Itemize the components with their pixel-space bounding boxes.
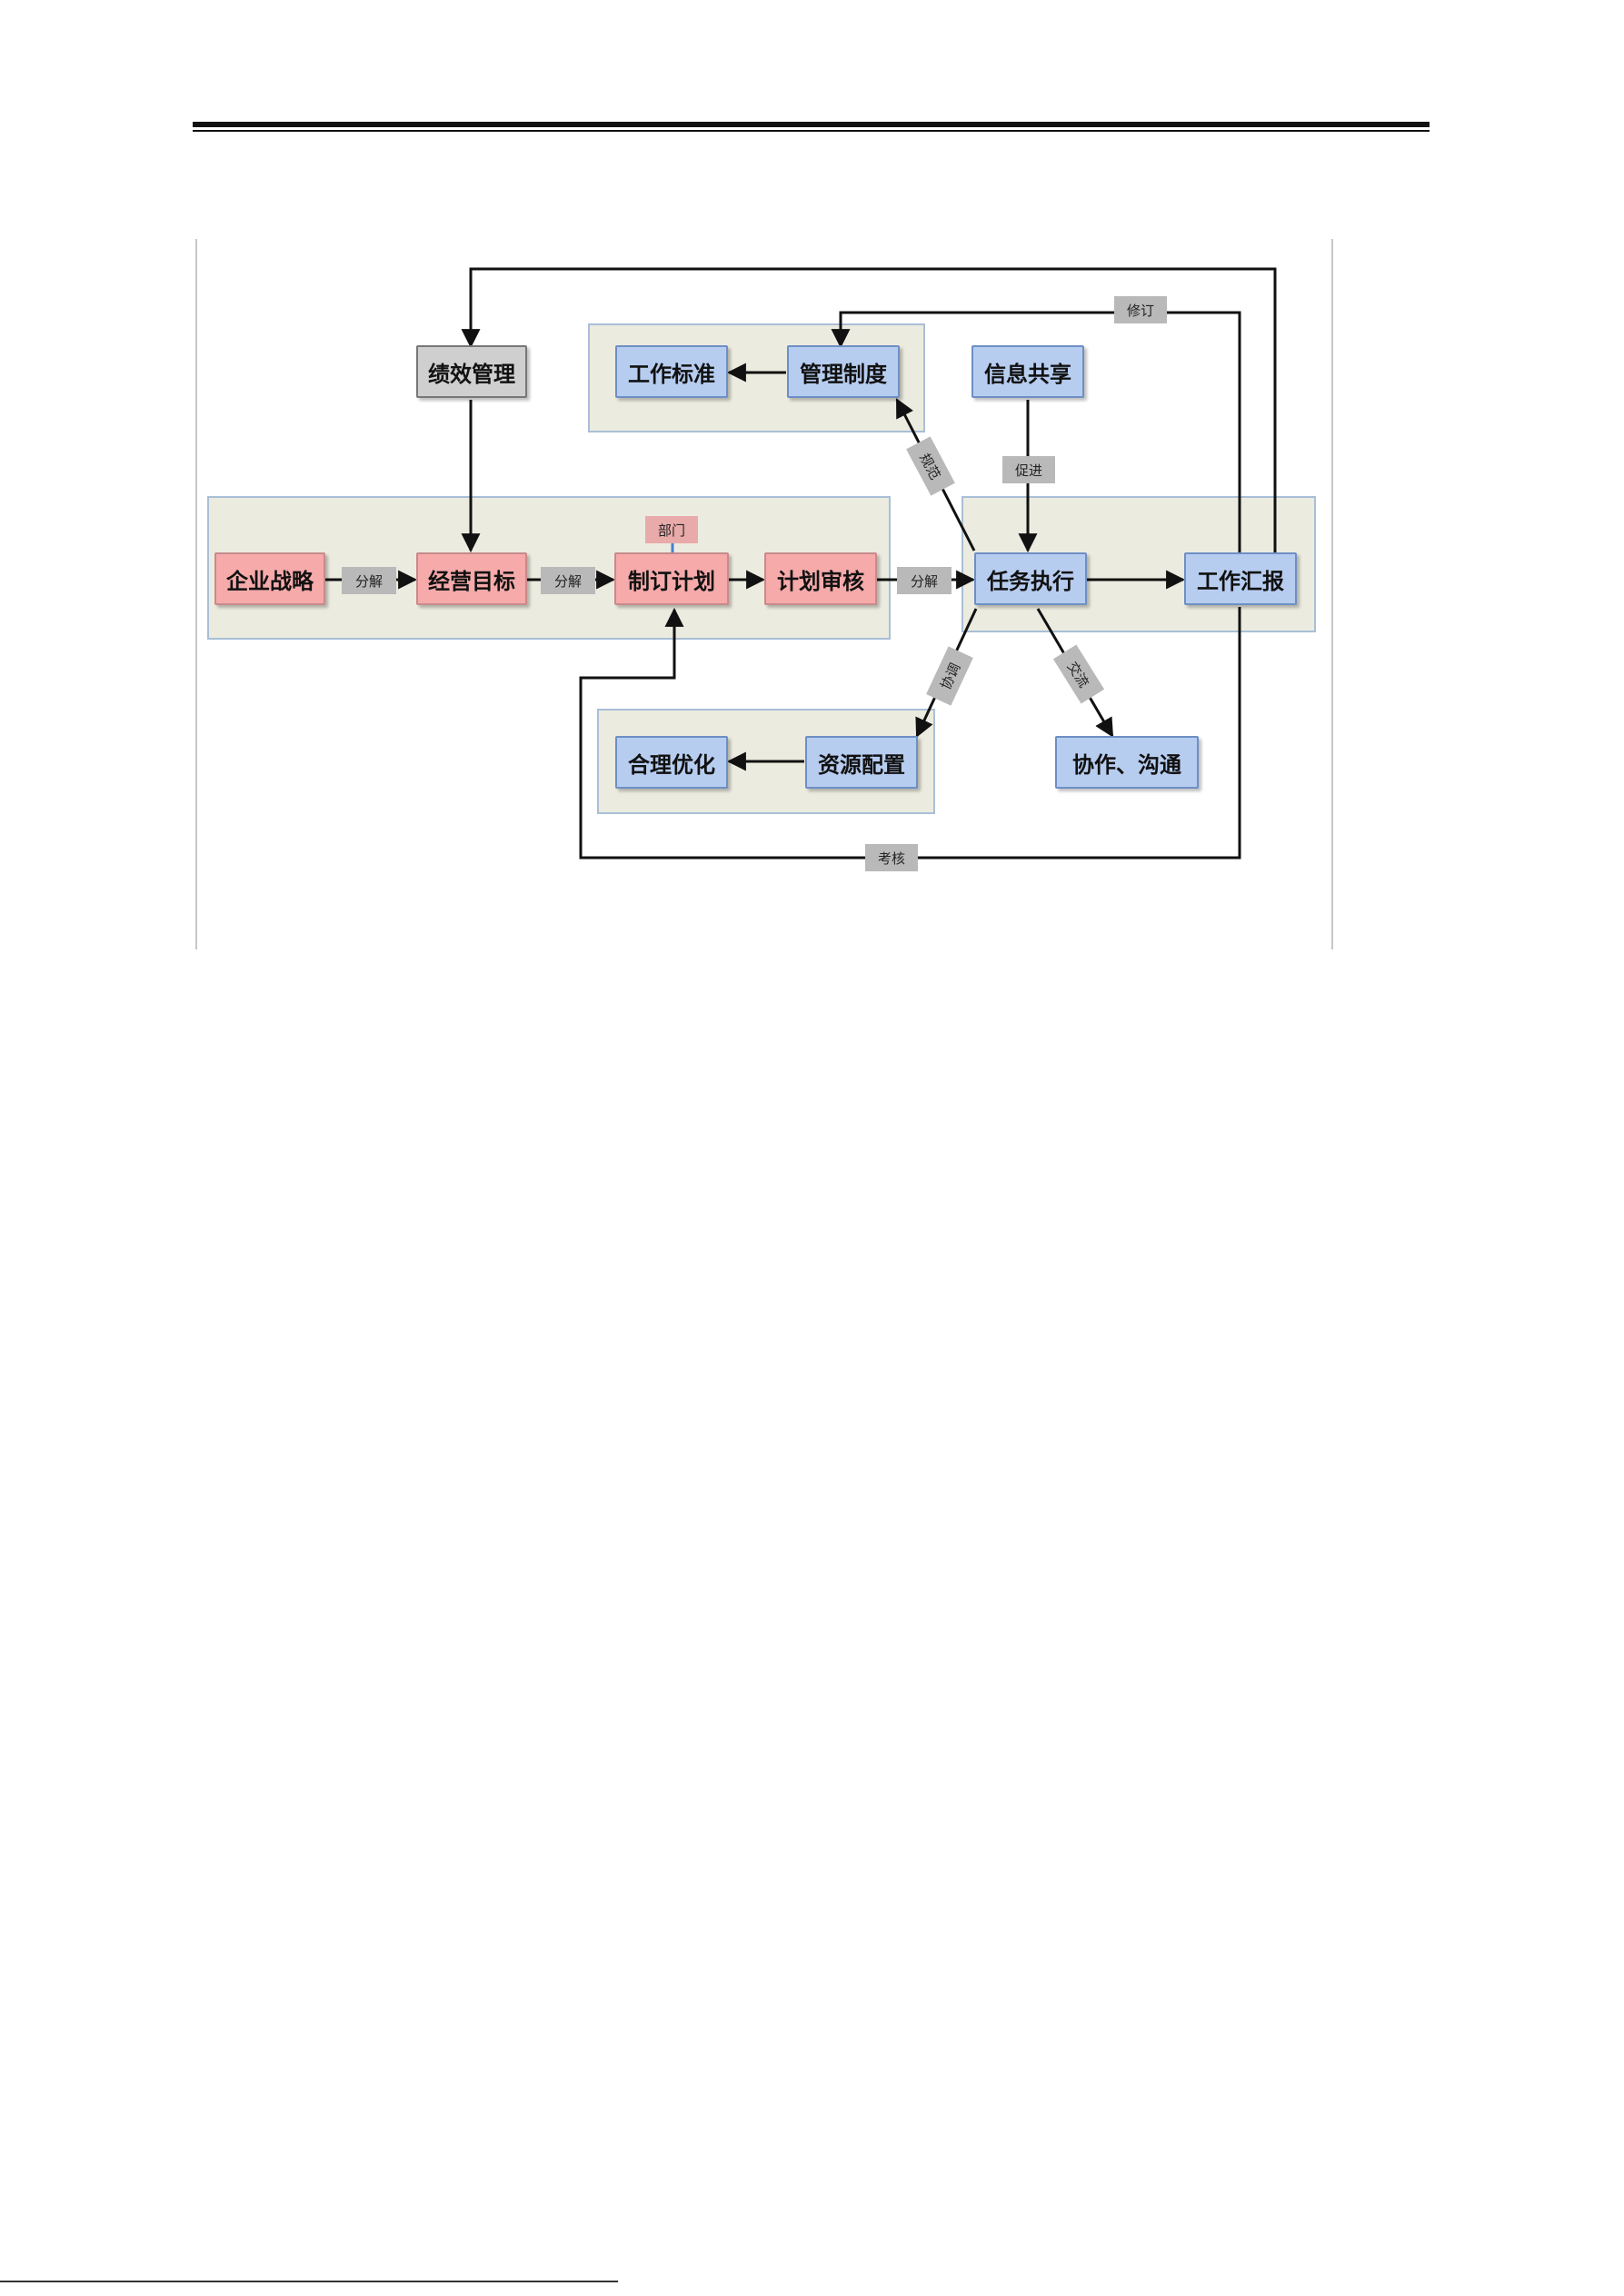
- node-info-share: 信息共享: [971, 345, 1084, 398]
- label-revise: 修订: [1114, 296, 1167, 323]
- footer-rule: [0, 2281, 618, 2282]
- node-task-exec: 任务执行: [974, 552, 1087, 605]
- node-optimize: 合理优化: [615, 736, 728, 789]
- label-decompose-3: 分解: [897, 567, 951, 594]
- node-biz-goal: 经营目标: [416, 552, 527, 605]
- node-mgmt-system: 管理制度: [787, 345, 900, 398]
- label-assess: 考核: [865, 844, 918, 871]
- label-promote: 促进: [1002, 456, 1055, 483]
- label-dept: 部门: [645, 516, 698, 543]
- node-work-report: 工作汇报: [1184, 552, 1297, 605]
- node-make-plan: 制订计划: [614, 552, 729, 605]
- node-strategy: 企业战略: [214, 552, 325, 605]
- node-work-standard: 工作标准: [615, 345, 728, 398]
- node-collab: 协作、沟通: [1055, 736, 1199, 789]
- label-decompose-2: 分解: [541, 567, 595, 594]
- node-plan-review: 计划审核: [764, 552, 877, 605]
- node-performance-mgmt: 绩效管理: [416, 345, 527, 398]
- edge-report-to-plan: [581, 607, 1240, 858]
- node-resource: 资源配置: [805, 736, 918, 789]
- label-decompose-1: 分解: [342, 567, 396, 594]
